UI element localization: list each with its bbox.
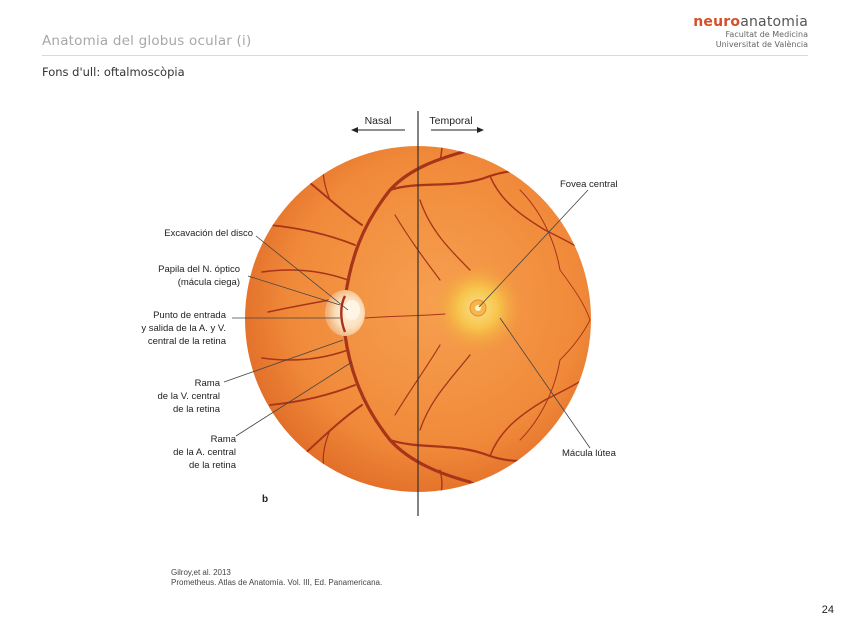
brand-faculty: Facultat de Medicina	[725, 30, 808, 39]
panel-letter: b	[262, 494, 268, 505]
citation: Gilroy,et al. 2013 Prometheus. Atlas de …	[171, 568, 382, 587]
brand-name-rest: anatomia	[740, 14, 808, 30]
brand-logo: neuroanatomia Facultat de Medicina Unive…	[693, 14, 808, 50]
arrow-left-icon	[351, 127, 405, 133]
citation-source: Prometheus. Atlas de Anatomía. Vol. III,…	[171, 577, 383, 587]
label-artery-line1: Rama	[211, 434, 237, 445]
brand-name: neuroanatomia	[693, 14, 808, 30]
label-entry-line1: Punto de entrada	[153, 310, 227, 321]
direction-nasal: Nasal	[365, 115, 392, 127]
label-artery-line2: de la A. central	[173, 447, 236, 458]
label-fovea: Fovea central	[560, 179, 618, 190]
disc-excavation	[344, 300, 360, 320]
label-excavation: Excavación del disco	[164, 228, 253, 239]
label-papilla-line1: Papila del N. óptico	[158, 264, 240, 275]
leader-lines	[223, 189, 591, 449]
brand-university: Universitat de València	[715, 40, 808, 49]
label-entry-line3: central de la retina	[148, 336, 227, 347]
slide-title: Anatomia del globus ocular (i)	[42, 33, 252, 49]
page-number: 24	[821, 604, 834, 616]
direction-temporal: Temporal	[429, 115, 472, 127]
header-divider	[42, 55, 808, 56]
label-vein-line2: de la V. central	[158, 391, 221, 402]
label-vein-line3: de la retina	[173, 404, 221, 415]
label-entry-line2: y salida de la A. y V.	[141, 323, 226, 334]
slide-subtitle: Fons d'ull: oftalmoscòpia	[42, 65, 185, 79]
label-papilla-line2: (mácula ciega)	[178, 277, 240, 288]
label-macula: Mácula lútea	[562, 448, 617, 459]
label-artery-line3: de la retina	[189, 460, 237, 471]
label-vein-line1: Rama	[195, 378, 221, 389]
brand-name-strong: neuro	[693, 14, 741, 30]
citation-author: Gilroy,et al. 2013	[171, 568, 231, 577]
arrow-right-icon	[431, 127, 484, 133]
